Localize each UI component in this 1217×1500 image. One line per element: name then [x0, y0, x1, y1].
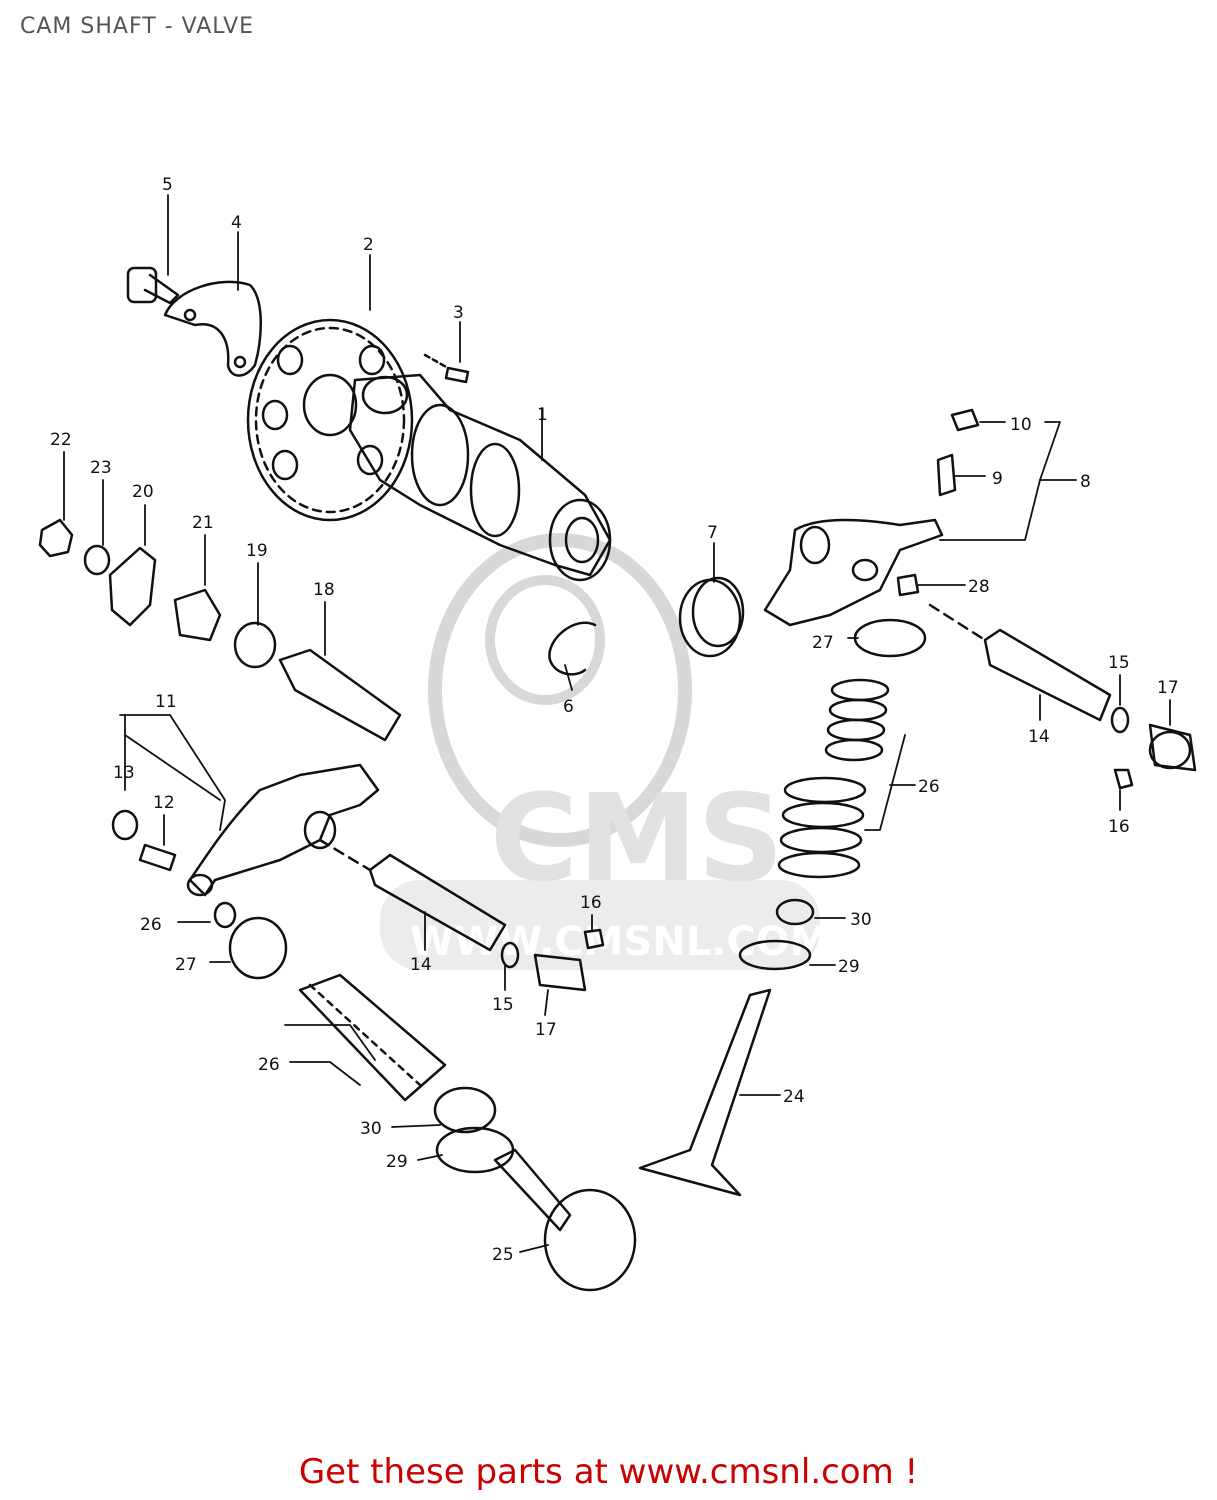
callout-30-left: 30 — [360, 1119, 382, 1139]
callout-5: 5 — [162, 175, 173, 195]
part-15-oring-right — [1110, 706, 1130, 734]
part-25-valve — [493, 1148, 637, 1292]
part-30-seal-left — [433, 1086, 497, 1134]
part-8-rocker-arm — [763, 518, 944, 627]
part-14-rocker-shaft-right — [928, 603, 1112, 722]
callout-8: 8 — [1080, 472, 1091, 492]
callout-27-left: 27 — [175, 955, 197, 975]
part-29-seat-right — [738, 939, 812, 971]
part-16-bolt-left — [583, 928, 605, 950]
callout-19: 19 — [246, 541, 268, 561]
callout-26-left: 26 — [258, 1055, 280, 1075]
part-28-tip — [896, 573, 920, 597]
watermark-brand: CMS — [490, 770, 784, 909]
part-13-nut — [111, 809, 139, 841]
callout-24: 24 — [783, 1087, 805, 1107]
callouts: 5 4 2 3 1 22 23 20 21 19 18 7 6 10 9 8 2… — [50, 175, 1179, 1265]
callout-14-left: 14 — [410, 955, 432, 975]
part-30-seal-right — [775, 898, 815, 926]
callout-17-left: 17 — [535, 1020, 557, 1040]
callout-3: 3 — [453, 303, 464, 323]
callout-29-left: 29 — [386, 1152, 408, 1172]
drawing — [38, 194, 1197, 1292]
callout-9: 9 — [992, 469, 1003, 489]
callout-25: 25 — [492, 1245, 514, 1265]
part-10-nut — [950, 408, 980, 432]
part-18-shaft — [278, 648, 402, 742]
part-15-oring-left — [500, 941, 520, 969]
part-2-sprocket — [246, 318, 414, 522]
page-title: CAM SHAFT - VALVE — [20, 14, 255, 39]
callout-15: 15 — [1108, 653, 1130, 673]
part-7-cap — [678, 576, 745, 658]
callout-27: 27 — [812, 633, 834, 653]
part-27-retainer-right — [853, 618, 927, 658]
callout-29: 29 — [838, 957, 860, 977]
callout-16: 16 — [1108, 817, 1130, 837]
leader-lines — [63, 194, 1171, 1253]
callout-22: 22 — [50, 430, 72, 450]
part-17-plug-right — [1148, 723, 1197, 772]
callout-23: 23 — [90, 458, 112, 478]
part-23-washer — [83, 544, 111, 576]
callout-1: 1 — [537, 405, 548, 425]
part-20-plate — [108, 546, 157, 627]
part-9-adjuster-screw — [936, 453, 957, 497]
part-19-bearing — [233, 621, 277, 669]
callout-21: 21 — [192, 513, 214, 533]
part-12-adjuster — [138, 843, 177, 872]
part-17-plug-left — [533, 953, 587, 992]
callout-4: 4 — [231, 213, 242, 233]
callout-20: 20 — [132, 482, 154, 502]
callout-18: 18 — [313, 580, 335, 600]
parts-diagram: CMS WWW.CMSNL.COM — [38, 175, 1197, 1292]
callout-30: 30 — [850, 910, 872, 930]
callout-10: 10 — [1010, 415, 1032, 435]
callout-26: 26 — [918, 777, 940, 797]
part-5-bolt — [126, 266, 180, 305]
part-14-rocker-shaft-left — [318, 838, 507, 952]
callout-14: 14 — [1028, 727, 1050, 747]
part-21-cam — [173, 588, 222, 642]
part-26-spring-right — [777, 678, 890, 879]
part-3-pin — [423, 353, 470, 384]
callout-17: 17 — [1157, 678, 1179, 698]
callout-12: 12 — [153, 793, 175, 813]
callout-11: 11 — [155, 692, 177, 712]
callout-2: 2 — [363, 235, 374, 255]
callout-16-left: 16 — [580, 893, 602, 913]
callout-6: 6 — [563, 697, 574, 717]
callout-13: 13 — [113, 763, 135, 783]
part-4-lock-plate — [163, 280, 262, 377]
callout-7: 7 — [707, 523, 718, 543]
part-16-bolt-right — [1113, 768, 1134, 790]
cta-link[interactable]: Get these parts at www.cmsnl.com ! — [298, 1452, 919, 1492]
callout-28: 28 — [968, 577, 990, 597]
part-28-tip-left — [213, 901, 237, 929]
callout-28-left: 26 — [140, 915, 162, 935]
watermark — [380, 533, 820, 970]
part-1-camshaft — [348, 373, 612, 582]
part-11-rocker-arm — [186, 763, 380, 897]
callout-15-left: 15 — [492, 995, 514, 1015]
part-22-nut — [38, 518, 74, 558]
part-26-spring-left — [298, 973, 447, 1102]
part-6-circlip — [548, 621, 597, 676]
part-27-retainer-left — [228, 916, 288, 980]
part-24-valve — [638, 988, 772, 1197]
